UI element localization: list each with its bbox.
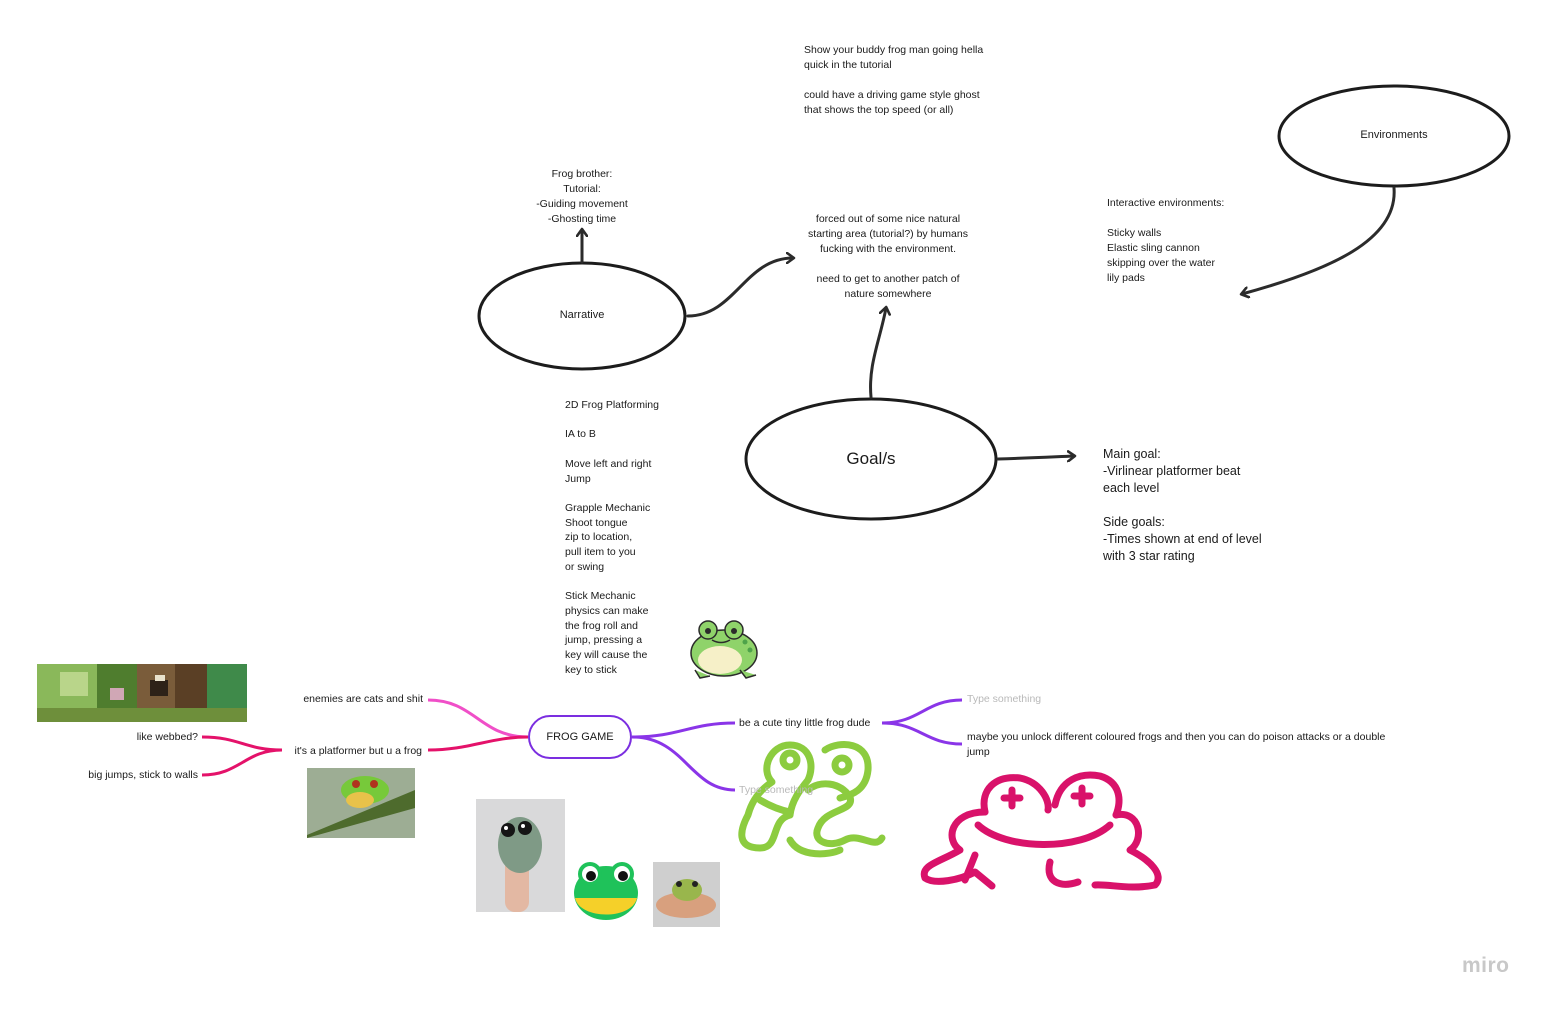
branch-big-jumps [201,748,283,777]
miro-logo: miro [1462,954,1510,977]
ghost-tutorial-note[interactable]: Show your buddy frog man going hella qui… [804,44,984,116]
mindmap-root-frog-game[interactable]: FROG GAME [528,715,632,759]
story-note[interactable]: forced out of some nice natural starting… [808,213,968,300]
pink-frog-doodle [920,771,1162,891]
branch-enemies [427,698,529,739]
frog-on-finger-photo[interactable] [476,799,565,912]
mindmap-item-big-jumps[interactable]: big jumps, stick to walls [88,769,198,781]
mindmap-placeholder-top[interactable]: Type something [967,693,1042,705]
mindmap-item-unlock-frogs[interactable]: maybe you unlock different coloured frog… [967,731,1386,758]
goals-to-main-goal-arrow[interactable] [996,456,1074,459]
frog-on-leaf-photo[interactable] [307,768,415,838]
environments-node-label: Environments [1360,129,1428,141]
mechanics-note[interactable]: 2D Frog Platforming IA to B Move left an… [565,399,659,676]
mindmap-item-cute-frog[interactable]: be a cute tiny little frog dude [739,717,871,729]
narrative-to-story-arrow[interactable] [686,258,793,318]
interactive-environments-note[interactable]: Interactive environments: Sticky walls E… [1107,197,1225,284]
frog-face-icon [574,862,638,920]
branch-unlock [881,721,963,746]
environments-node-shape[interactable] [1277,84,1511,188]
goals-to-story-arrow[interactable] [869,308,886,399]
environments-to-interactive-arrow[interactable] [1242,186,1396,294]
pixel-art-game-screenshot[interactable] [37,664,247,722]
frog-emoji-icon [690,620,758,679]
mindmap-item-enemies[interactable]: enemies are cats and shit [303,693,423,705]
green-frog-doodle [738,741,886,858]
frog-brother-note[interactable]: Frog brother: Tutorial: -Guiding movemen… [536,168,628,225]
mindmap-item-webbed[interactable]: like webbed? [136,731,198,743]
frog-on-fingertip-photo[interactable] [653,862,720,927]
narrative-node-label: Narrative [559,309,605,321]
main-goals-note[interactable]: Main goal: -Virlinear platformer beat ea… [1103,447,1262,563]
goals-node-label: Goal/s [846,449,896,468]
branch-placeholder-bottom [631,735,736,792]
mindmap-placeholder-bottom[interactable]: Type something [739,784,814,796]
branch-platformer [427,735,529,752]
goals-node-shape[interactable] [744,397,998,521]
branch-cute [631,721,736,739]
mindmap-item-platformer[interactable]: it's a platformer but u a frog [294,745,422,757]
